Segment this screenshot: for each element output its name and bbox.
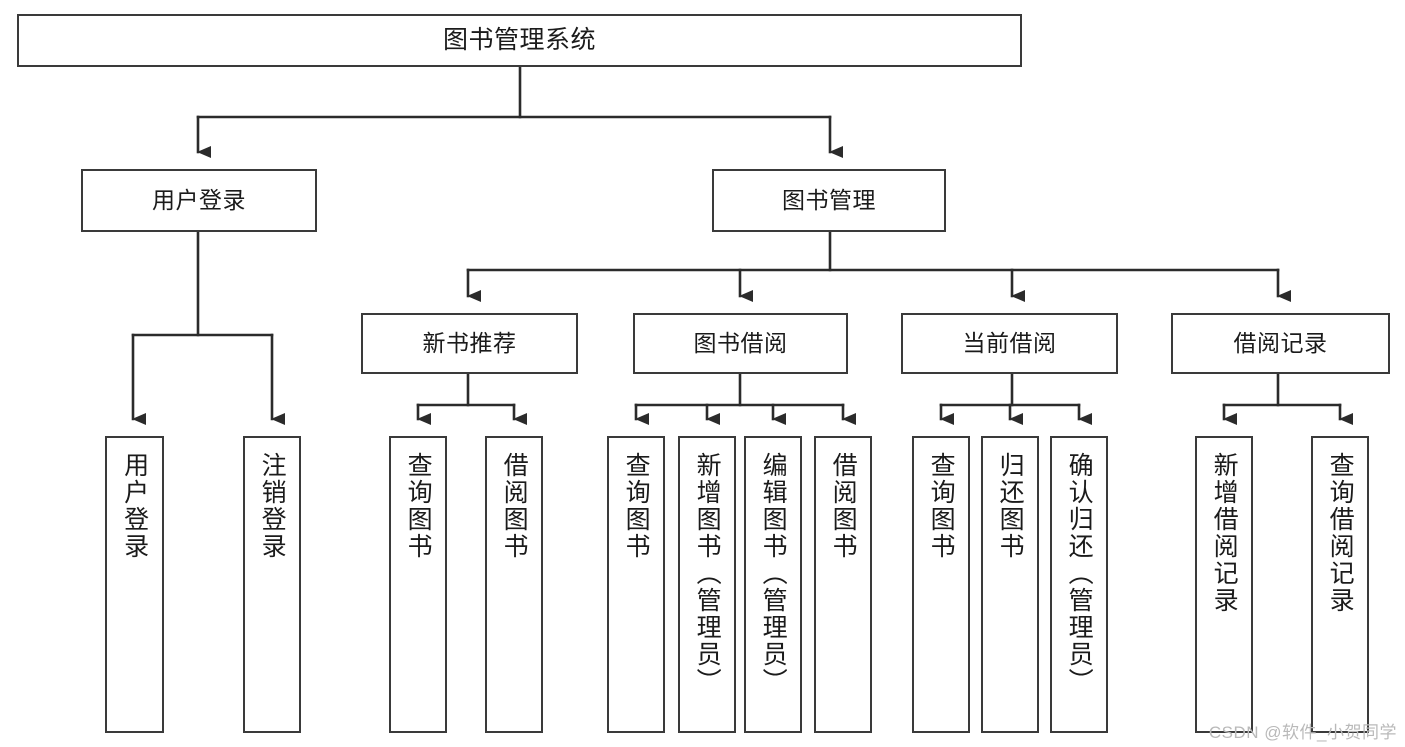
node-new-book-rec-label: 新书推荐 [422,330,517,357]
csdn-watermark: CSDN @软件_小贺同学 [1208,723,1397,742]
leaf-add-record-label: 新增借阅记录 [1210,452,1239,614]
leaf-logout-label: 注销登录 [258,452,287,560]
leaf-query-book-2-label: 查询图书 [622,452,651,560]
leaf-borrow-book-2[interactable]: 借阅图书 [814,436,872,733]
leaf-add-book-label: 新增图书（管理员） [693,452,722,695]
node-user-login-label: 用户登录 [152,187,246,214]
leaf-edit-book[interactable]: 编辑图书（管理员） [744,436,802,733]
leaf-confirm-return-label: 确认归还（管理员） [1065,452,1094,695]
leaf-query-record[interactable]: 查询借阅记录 [1311,436,1369,733]
leaf-query-book-3[interactable]: 查询图书 [912,436,970,733]
leaf-return-book[interactable]: 归还图书 [981,436,1039,733]
leaf-borrow-book-1-label: 借阅图书 [500,452,529,560]
leaf-add-record[interactable]: 新增借阅记录 [1195,436,1253,733]
leaf-query-book-1[interactable]: 查询图书 [389,436,447,733]
leaf-add-book[interactable]: 新增图书（管理员） [678,436,736,733]
node-current-borrow-label: 当前借阅 [962,330,1057,357]
leaf-logout[interactable]: 注销登录 [243,436,301,733]
node-root[interactable]: 图书管理系统 [17,14,1022,67]
node-user-login[interactable]: 用户登录 [81,169,317,232]
leaf-query-book-2[interactable]: 查询图书 [607,436,665,733]
node-book-manage-label: 图书管理 [782,187,876,214]
node-root-label: 图书管理系统 [442,26,596,55]
leaf-confirm-return[interactable]: 确认归还（管理员） [1050,436,1108,733]
node-book-borrow-label: 图书借阅 [693,330,788,357]
node-new-book-rec[interactable]: 新书推荐 [361,313,578,374]
leaf-query-record-label: 查询借阅记录 [1326,452,1355,614]
leaf-query-book-1-label: 查询图书 [404,452,433,560]
leaf-user-login[interactable]: 用户登录 [105,436,164,733]
leaf-borrow-book-2-label: 借阅图书 [829,452,858,560]
node-current-borrow[interactable]: 当前借阅 [901,313,1118,374]
node-book-borrow[interactable]: 图书借阅 [633,313,848,374]
node-borrow-record[interactable]: 借阅记录 [1171,313,1390,374]
leaf-user-login-label: 用户登录 [120,452,149,560]
node-borrow-record-label: 借阅记录 [1233,330,1328,357]
leaf-return-book-label: 归还图书 [996,452,1025,560]
node-book-manage[interactable]: 图书管理 [712,169,946,232]
leaf-query-book-3-label: 查询图书 [927,452,956,560]
leaf-edit-book-label: 编辑图书（管理员） [759,452,788,695]
leaf-borrow-book-1[interactable]: 借阅图书 [485,436,543,733]
